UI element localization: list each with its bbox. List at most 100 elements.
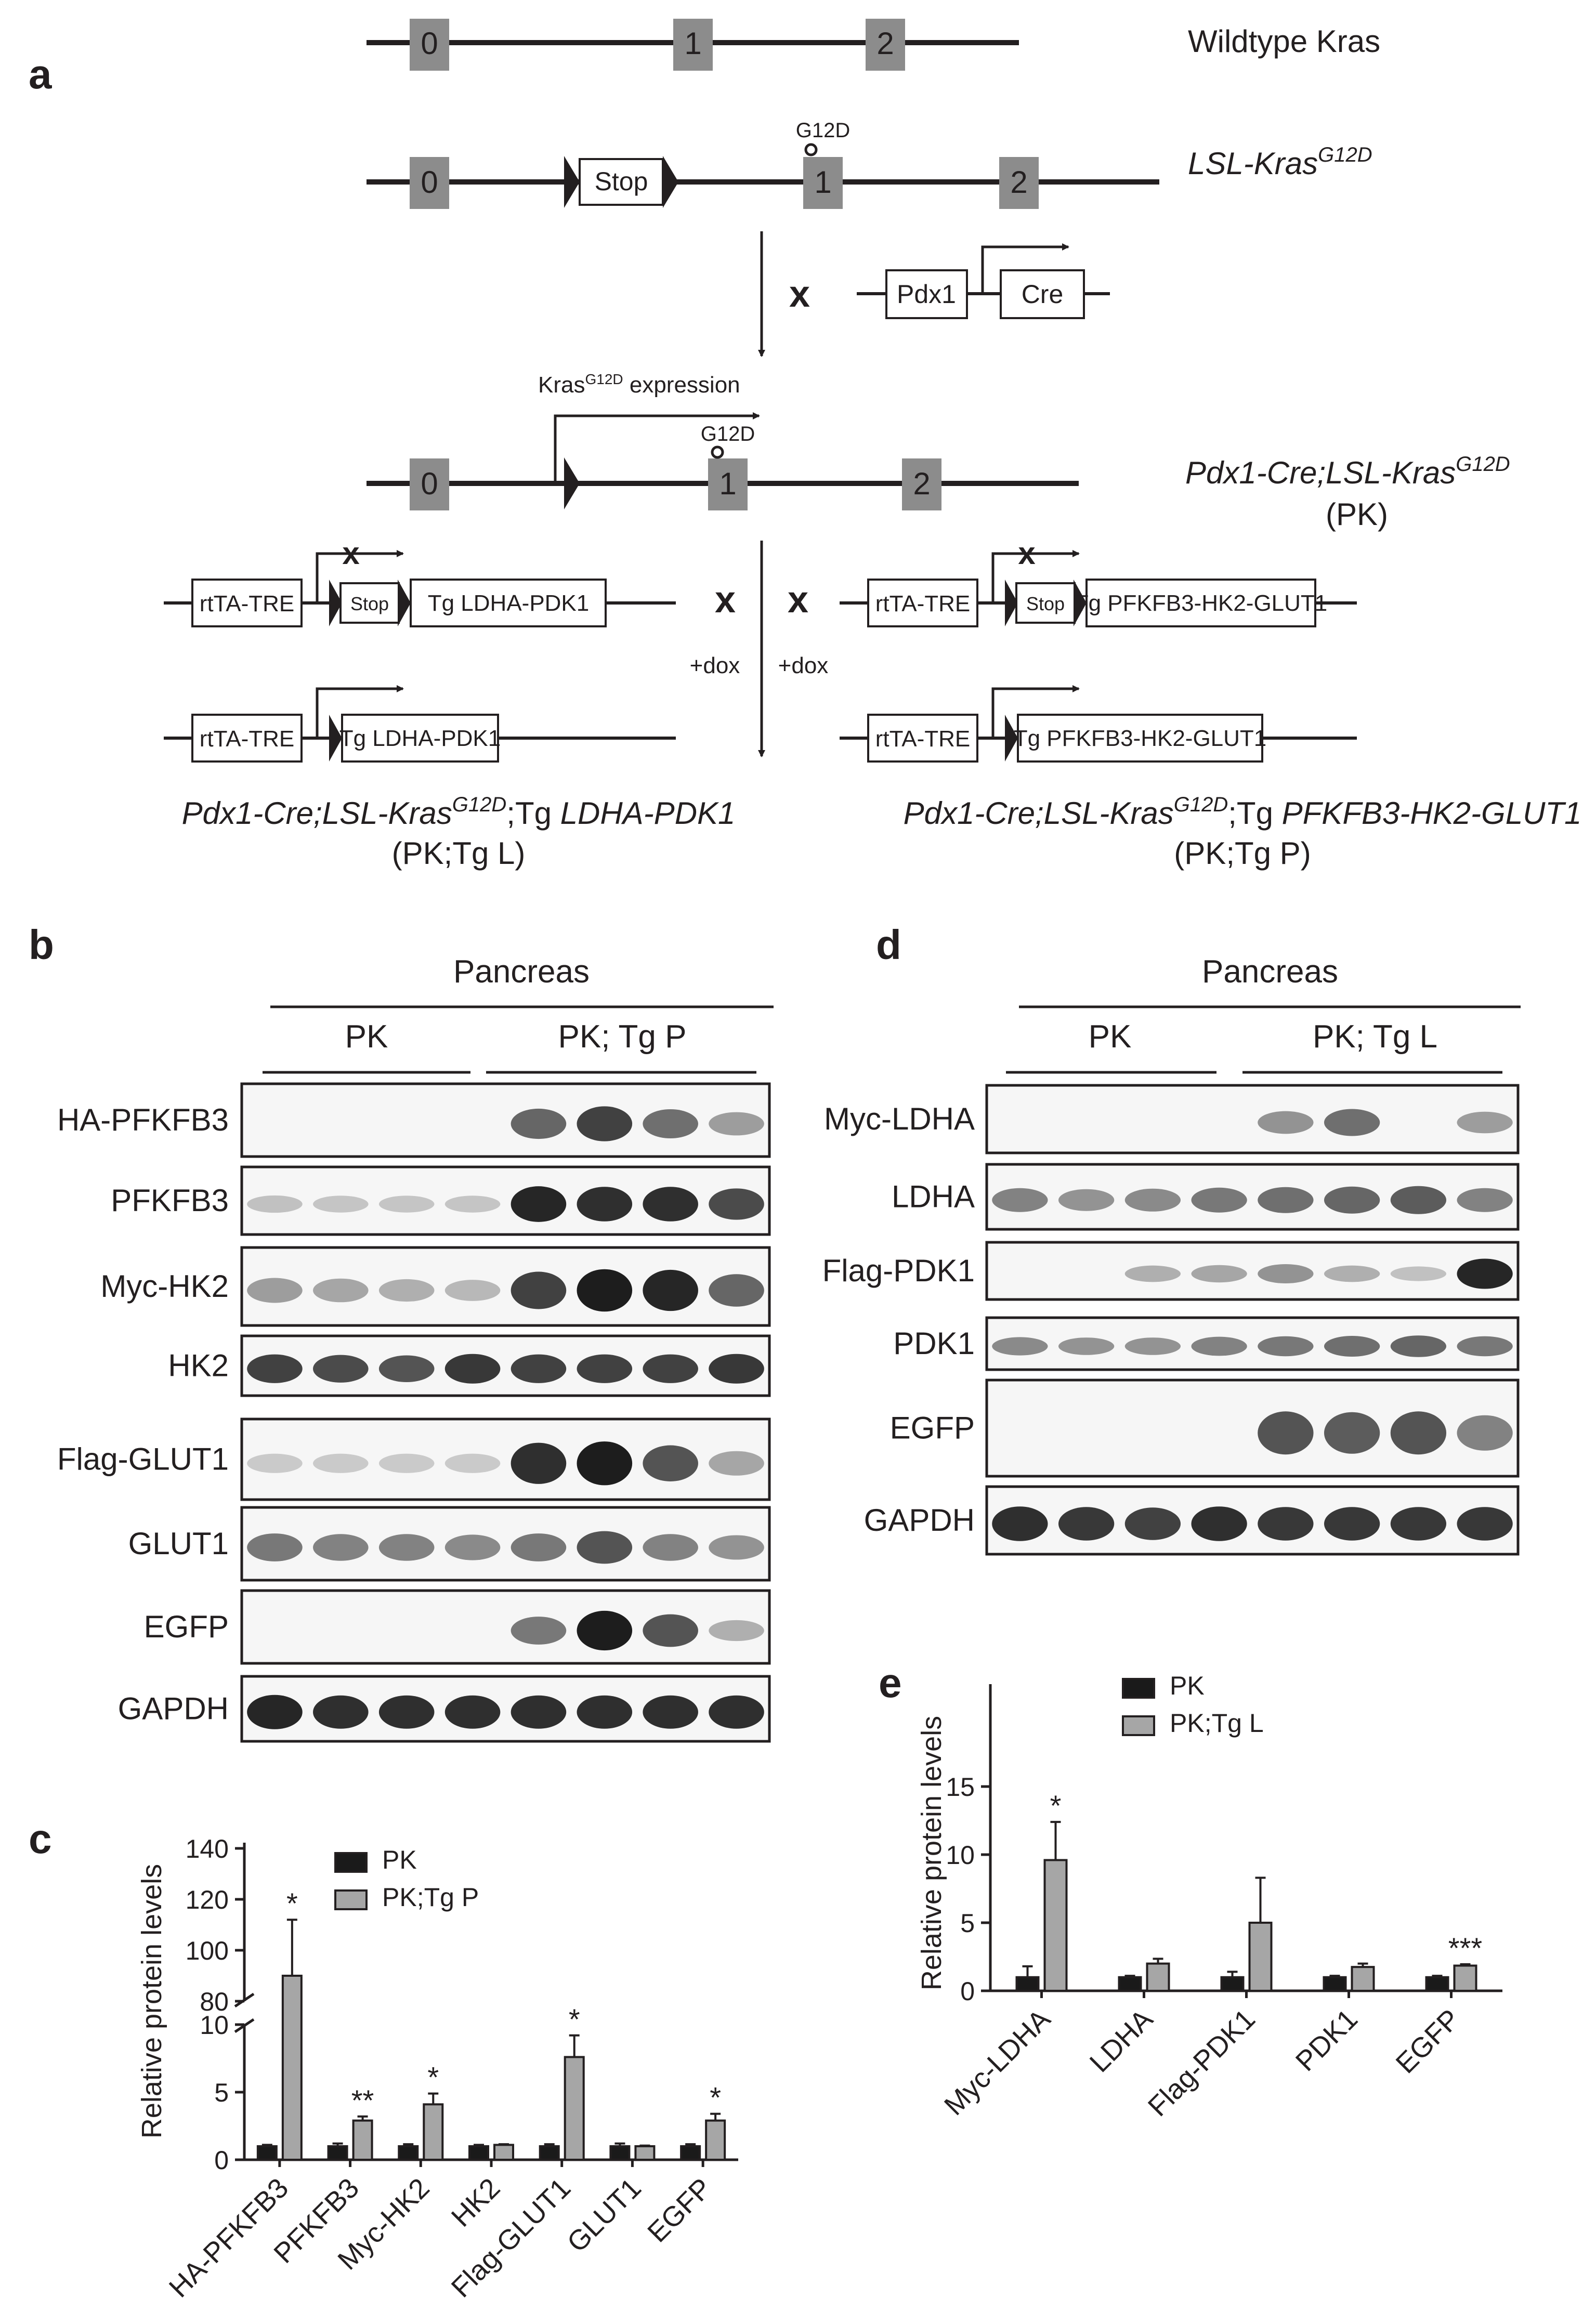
blot-row-label-myc-hk2: Myc-HK2: [100, 1269, 229, 1304]
band: [1124, 1265, 1181, 1282]
band: [378, 1355, 435, 1383]
bar-pk-glut1: [609, 2145, 631, 2161]
band: [444, 1196, 501, 1213]
blot-row-label-pdk1: PDK1: [893, 1326, 975, 1361]
blot-row-label-flag-glut1: Flag-GLUT1: [57, 1442, 229, 1477]
svg-text:Stop: Stop: [595, 167, 648, 196]
band: [643, 1445, 698, 1481]
band: [378, 1534, 435, 1561]
svg-text:Pdx1: Pdx1: [897, 280, 956, 309]
svg-text:rtTA-TRE: rtTA-TRE: [875, 591, 971, 616]
band: [511, 1442, 567, 1484]
loxp-right: [663, 156, 678, 208]
band: [313, 1355, 369, 1383]
svg-text:x: x: [342, 536, 359, 571]
legend-swatch-pk-tg-p: [334, 1889, 368, 1910]
band: [1258, 1187, 1314, 1213]
bar-pk-tg-l-ldha: [1146, 1962, 1170, 1992]
blot-row-label-myc-ldha: Myc-LDHA: [824, 1101, 975, 1136]
wildtype-kras-label: Wildtype Kras: [1188, 24, 1380, 59]
band: [992, 1337, 1048, 1356]
band: [247, 1195, 303, 1213]
promoter-arrow: [981, 243, 1069, 294]
y-tick-label: 0: [214, 2146, 229, 2175]
legend-label: PK;Tg L: [1170, 1709, 1264, 1738]
bar-pk-tg-p-egfp: [705, 2119, 726, 2161]
band: [1390, 1266, 1447, 1281]
g12d-mutation-marker: [804, 143, 818, 156]
significance-marker: *: [1050, 1789, 1062, 1822]
band: [1457, 1336, 1513, 1357]
blot-row-label-glut1: GLUT1: [128, 1526, 229, 1561]
band: [643, 1109, 698, 1138]
blot-row-label-pfkfb3: PFKFB3: [111, 1183, 229, 1218]
band: [577, 1441, 633, 1486]
band: [511, 1186, 567, 1222]
x-tick-label: Myc-LDHA: [938, 2003, 1056, 2121]
y-tick-label: 10: [946, 1841, 975, 1870]
x-tick-label: EGFP: [1390, 2003, 1466, 2079]
band: [1191, 1336, 1247, 1356]
loxp-left: [564, 156, 580, 208]
blot-row-label-ha-pfkfb3: HA-PFKFB3: [57, 1102, 229, 1137]
band: [444, 1453, 501, 1473]
svg-text:2: 2: [1010, 165, 1027, 200]
pdx1-box: [885, 269, 968, 319]
pk-allele: 0 1 2 G12D: [367, 423, 1079, 510]
blot-strip-egfp: [240, 1589, 771, 1665]
significance-marker: ***: [1448, 1932, 1482, 1964]
panel-label-a: a: [29, 51, 52, 97]
significance-marker: *: [286, 1887, 298, 1920]
band: [1324, 1109, 1380, 1136]
band: [577, 1695, 633, 1729]
svg-text:1: 1: [684, 26, 701, 61]
bar-pk-tg-l-egfp: [1453, 1964, 1477, 1992]
cross-symbol-left: x: [715, 579, 736, 621]
svg-text:0: 0: [421, 26, 438, 61]
y-tick-label: 5: [960, 1909, 975, 1938]
bar-pk-tg-p-pfkfb3: [352, 2119, 373, 2161]
x-tick-label: GLUT1: [561, 2172, 647, 2259]
y-axis-label: Relative protein levels: [916, 1716, 947, 1990]
bar-pk-ha-pfkfb3: [256, 2145, 278, 2161]
blot-row-label-egfp: EGFP: [144, 1609, 229, 1644]
blot-row-label-gapdh: GAPDH: [864, 1503, 975, 1538]
tg-ldha-pdk1-active: rtTA-TRE Tg LDHA-PDK1: [164, 685, 676, 763]
bar-pk-tg-l-flag-pdk1: [1248, 1922, 1273, 1992]
bar-pk-pdk1: [1323, 1976, 1347, 1992]
band: [1191, 1506, 1247, 1541]
bar-pk-tg-p-hk2: [493, 2144, 514, 2161]
band: [1258, 1507, 1314, 1541]
band: [1258, 1111, 1314, 1134]
band: [247, 1278, 303, 1303]
band: [577, 1106, 633, 1141]
y-tick-label: 10: [200, 2011, 229, 2040]
svg-text:0: 0: [421, 165, 438, 200]
tg-pfkfb3-active: rtTA-TRE Tg PFKFB3-HK2-GLUT1: [840, 685, 1357, 763]
bar-pk-tg-l-myc-ldha: [1043, 1859, 1068, 1992]
panel-label-e: e: [879, 1660, 902, 1706]
blot-row-label-gapdh: GAPDH: [118, 1691, 229, 1726]
band: [643, 1187, 698, 1222]
band: [709, 1112, 764, 1136]
significance-marker: *: [569, 2003, 580, 2036]
band: [378, 1453, 435, 1473]
blot-b-tissue: Pancreas: [453, 954, 590, 990]
band: [1390, 1507, 1447, 1541]
band: [1191, 1265, 1247, 1283]
band: [709, 1354, 764, 1384]
band: [1124, 1188, 1181, 1212]
svg-text:Stop: Stop: [1026, 593, 1065, 614]
band: [709, 1535, 764, 1560]
band: [1457, 1258, 1513, 1289]
band: [709, 1620, 764, 1642]
loxp-remaining: [564, 457, 580, 509]
cross-symbol: x: [789, 273, 810, 315]
svg-text:Tg LDHA-PDK1: Tg LDHA-PDK1: [339, 726, 501, 751]
wildtype-kras-allele: 0 1 2: [367, 19, 1019, 71]
y-tick-label: 120: [186, 1885, 229, 1914]
band: [511, 1617, 567, 1645]
